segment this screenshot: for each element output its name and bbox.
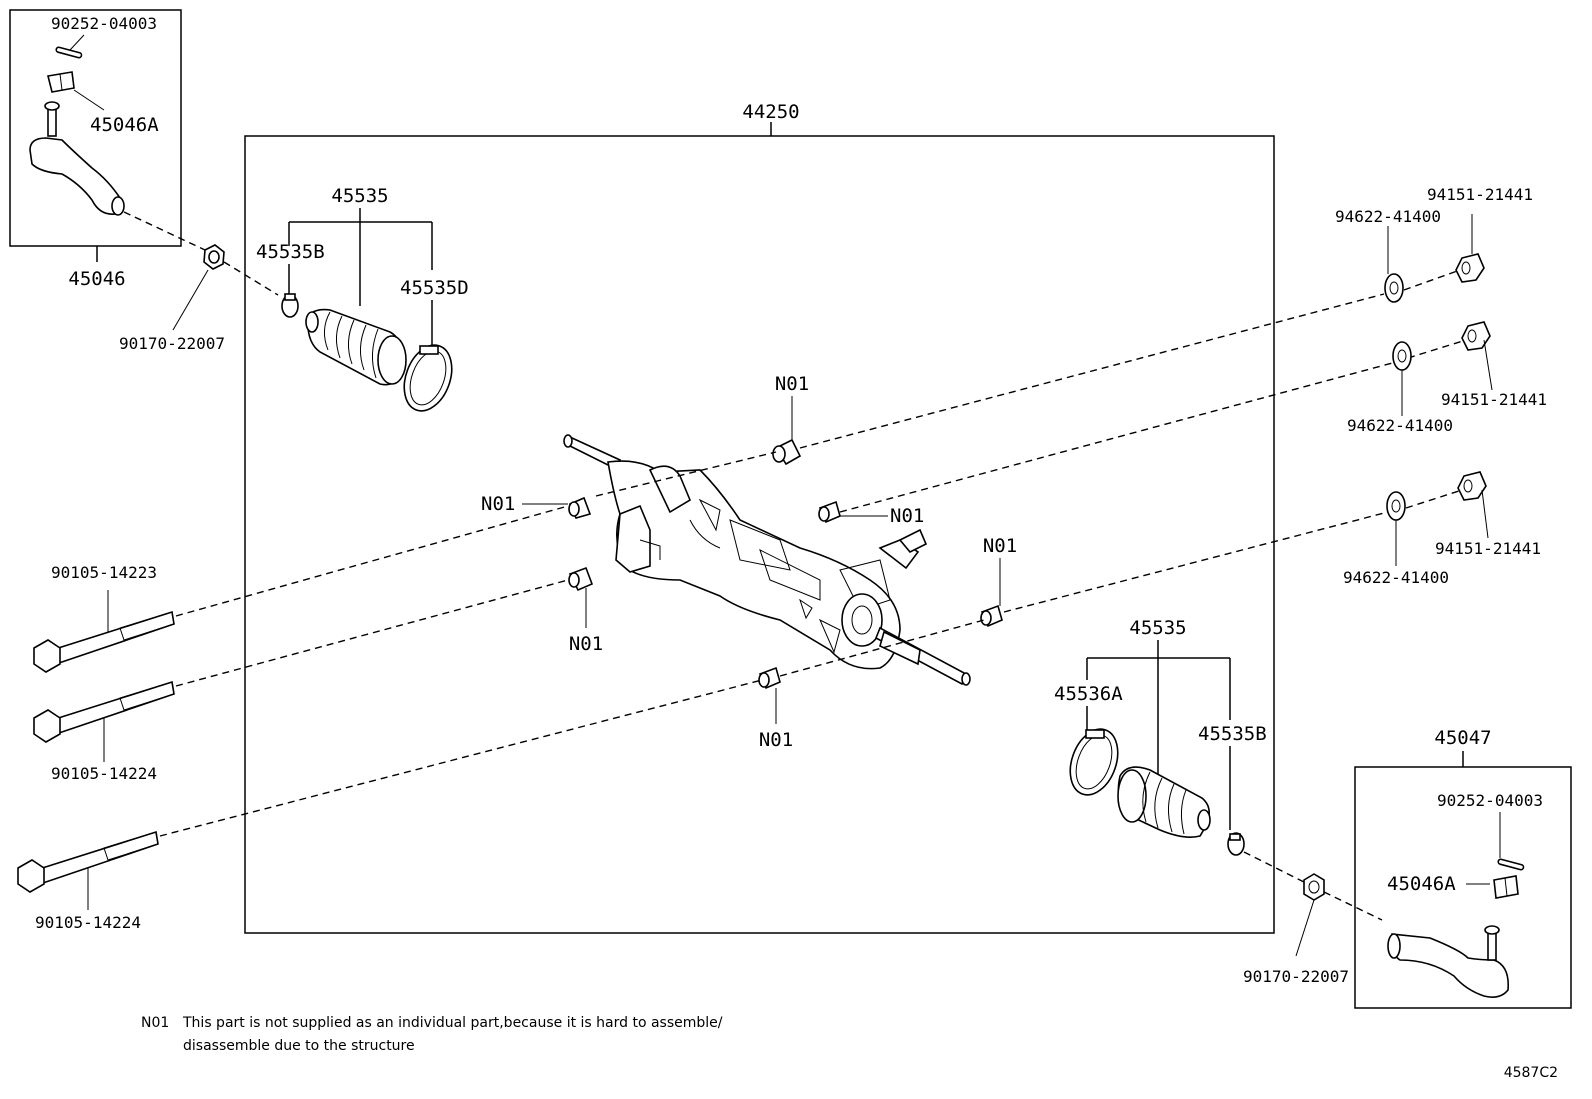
bushing-n01-left-upper-icon bbox=[568, 496, 592, 519]
label-90252-04003-right[interactable]: 90252-04003 bbox=[1437, 791, 1543, 810]
cotter-pin-left-icon bbox=[55, 46, 83, 59]
label-n01-left-upper[interactable]: N01 bbox=[481, 493, 515, 515]
bolt-90105-14224-bottom-icon bbox=[17, 830, 159, 893]
label-90252-04003-left[interactable]: 90252-04003 bbox=[51, 14, 157, 33]
clamp-large-upper-icon bbox=[403, 344, 453, 412]
cotter-pin-right-icon bbox=[1497, 858, 1525, 871]
label-94151-21441-r3[interactable]: 94151-21441 bbox=[1435, 539, 1541, 558]
label-45535-upper[interactable]: 45535 bbox=[331, 185, 388, 207]
bushing-n01-bottom-icon bbox=[758, 666, 781, 690]
figure-id: 4587C2 bbox=[1504, 1065, 1558, 1081]
castle-nut-left-icon bbox=[47, 71, 75, 93]
nut-right-icon bbox=[1303, 873, 1325, 901]
bolt-90105-14223-icon bbox=[33, 610, 175, 673]
label-94151-21441-r1[interactable]: 94151-21441 bbox=[1427, 185, 1533, 204]
tie-rod-end-right-icon bbox=[1387, 925, 1510, 998]
nut-r3-icon bbox=[1457, 471, 1487, 501]
tie-rod-end-left-icon bbox=[29, 101, 125, 216]
label-n01-right[interactable]: N01 bbox=[983, 535, 1017, 557]
label-94622-41400-r3[interactable]: 94622-41400 bbox=[1343, 568, 1449, 587]
washer-r1-icon bbox=[1384, 273, 1404, 303]
label-n01-top[interactable]: N01 bbox=[775, 373, 809, 395]
clamp-large-lower-icon bbox=[1069, 728, 1119, 796]
label-45536A[interactable]: 45536A bbox=[1054, 683, 1123, 705]
castle-nut-right-icon bbox=[1493, 875, 1519, 899]
bushing-n01-mid-icon bbox=[818, 500, 841, 524]
footnote-line-2: disassemble due to the structure bbox=[183, 1038, 415, 1054]
bushing-n01-right-icon bbox=[980, 604, 1003, 628]
label-94622-41400-r1[interactable]: 94622-41400 bbox=[1335, 207, 1441, 226]
label-45535D-upper[interactable]: 45535D bbox=[400, 277, 469, 299]
bushing-n01-top-icon bbox=[772, 438, 802, 466]
boot-lower-icon bbox=[1117, 766, 1211, 838]
steering-rack-icon bbox=[563, 434, 971, 686]
label-90105-14224-mid[interactable]: 90105-14224 bbox=[51, 764, 157, 783]
footnote-line-1: This part is not supplied as an individu… bbox=[182, 1015, 723, 1031]
clamp-small-lower-icon bbox=[1227, 832, 1245, 856]
assembly-frame bbox=[244, 135, 1275, 934]
washer-r3-icon bbox=[1386, 491, 1406, 521]
label-44250[interactable]: 44250 bbox=[742, 101, 799, 123]
label-45046[interactable]: 45046 bbox=[68, 268, 125, 290]
label-45535B-upper[interactable]: 45535B bbox=[256, 241, 325, 263]
bolt-90105-14224-mid-icon bbox=[33, 680, 175, 743]
footnote-code: N01 bbox=[141, 1015, 169, 1031]
label-45046A-right[interactable]: 45046A bbox=[1387, 873, 1456, 895]
clamp-small-upper-icon bbox=[281, 293, 299, 318]
label-45047[interactable]: 45047 bbox=[1434, 727, 1491, 749]
label-90170-22007-right[interactable]: 90170-22007 bbox=[1243, 967, 1349, 986]
label-45046A-left[interactable]: 45046A bbox=[90, 114, 159, 136]
tie-rod-left-box bbox=[9, 9, 182, 247]
label-94622-41400-r2[interactable]: 94622-41400 bbox=[1347, 416, 1453, 435]
label-94151-21441-r2[interactable]: 94151-21441 bbox=[1441, 390, 1547, 409]
label-90105-14223[interactable]: 90105-14223 bbox=[51, 563, 157, 582]
nut-r2-icon bbox=[1461, 321, 1491, 351]
boot-upper-icon bbox=[305, 308, 407, 386]
nut-left-icon bbox=[203, 244, 225, 270]
label-n01-bottom[interactable]: N01 bbox=[759, 729, 793, 751]
tie-rod-right-box bbox=[1354, 766, 1572, 1009]
label-n01-mid[interactable]: N01 bbox=[890, 505, 924, 527]
bushing-n01-left-lower-icon bbox=[568, 566, 594, 592]
label-90170-22007-left[interactable]: 90170-22007 bbox=[119, 334, 225, 353]
label-n01-left-lower[interactable]: N01 bbox=[569, 633, 603, 655]
label-90105-14224-bottom[interactable]: 90105-14224 bbox=[35, 913, 141, 932]
nut-r1-icon bbox=[1455, 253, 1485, 283]
label-45535B-lower[interactable]: 45535B bbox=[1198, 723, 1267, 745]
label-45535-lower[interactable]: 45535 bbox=[1129, 617, 1186, 639]
washer-r2-icon bbox=[1392, 341, 1412, 371]
